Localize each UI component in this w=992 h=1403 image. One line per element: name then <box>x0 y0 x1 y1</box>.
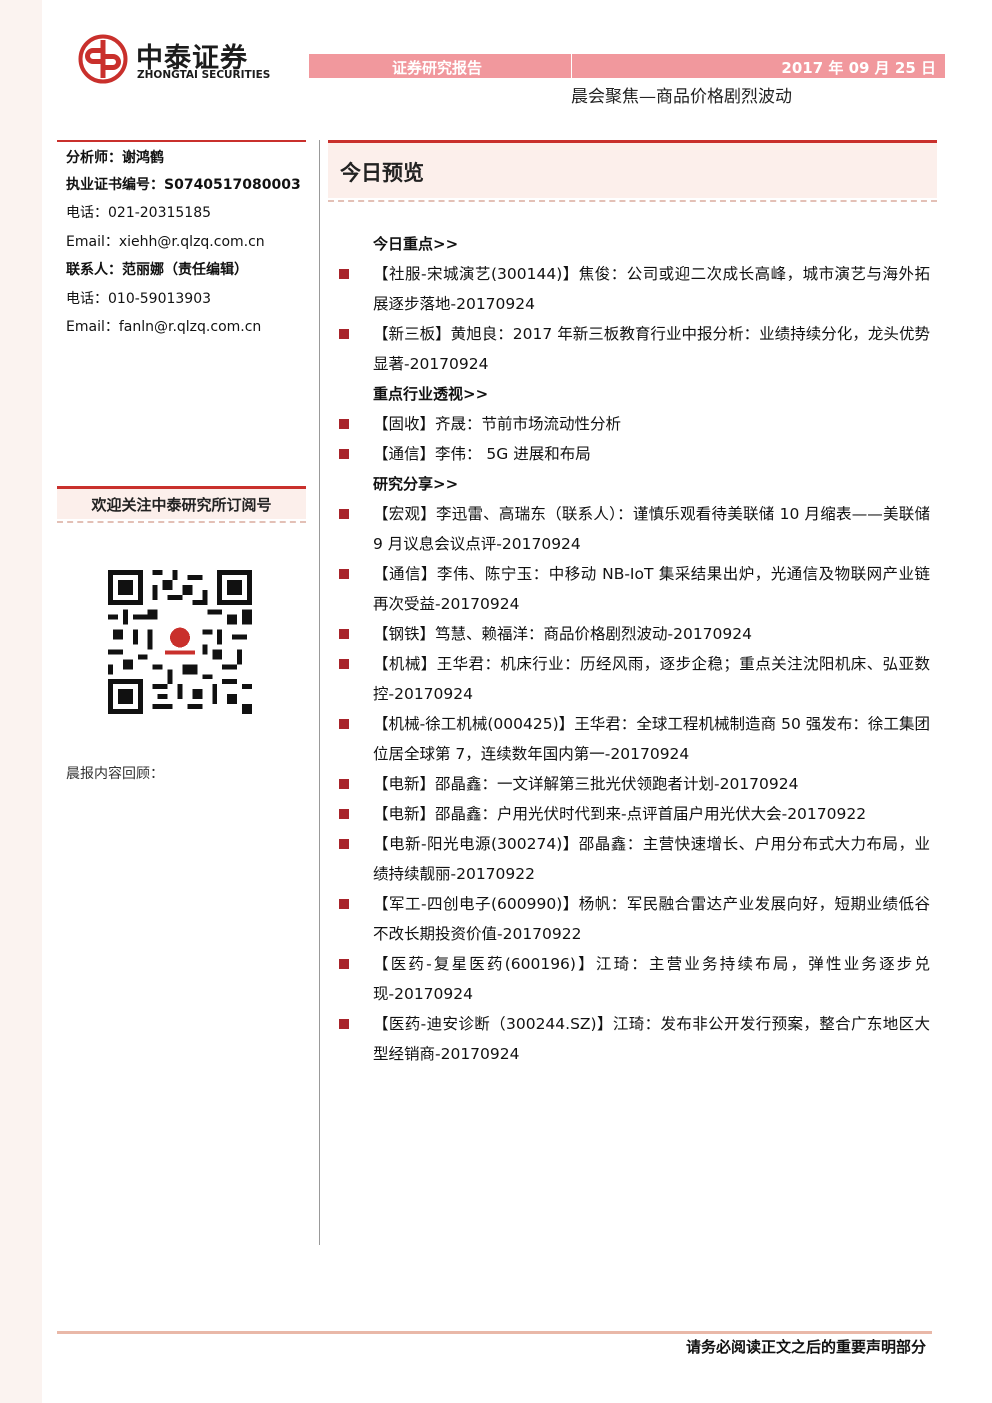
square-bullet-icon <box>339 569 349 579</box>
list-item-text: 【医药-迪安诊断（300244.SZ)】江琦：发布非公开发行预案，整合广东地区大… <box>373 1015 930 1063</box>
list-item[interactable]: 【电新】邵晶鑫：一文详解第三批光伏领跑者计划-20170924 <box>336 769 930 799</box>
list-item[interactable]: 【医药-迪安诊断（300244.SZ)】江琦：发布非公开发行预案，整合广东地区大… <box>336 1009 930 1069</box>
square-bullet-icon <box>339 809 349 819</box>
preview-top-rule <box>328 140 937 143</box>
list-item[interactable]: 【通信】李伟： 5G 进展和布局 <box>336 439 930 469</box>
list-item-text: 【社服-宋城演艺(300144)】焦俊：公司或迎二次成长高峰，城市演艺与海外拓展… <box>373 265 930 313</box>
section-heading-industry: 重点行业透视>> <box>373 385 489 403</box>
square-bullet-icon <box>339 779 349 789</box>
follow-banner: 欢迎关注中泰研究所订阅号 <box>57 486 306 519</box>
preview-title: 今日预览 <box>340 161 424 185</box>
license-number: 执业证书编号：S0740517080003 <box>66 177 301 193</box>
logo-chinese-name: 中泰证券 <box>136 43 248 74</box>
square-bullet-icon <box>339 629 349 639</box>
document-title: 晨会聚焦—商品价格剧烈波动 <box>571 87 792 107</box>
follow-banner-text: 欢迎关注中泰研究所订阅号 <box>91 496 272 514</box>
header-band <box>309 54 945 78</box>
square-bullet-icon <box>339 509 349 519</box>
logo-mark-icon <box>78 34 128 84</box>
footer-disclaimer: 请务必阅读正文之后的重要声明部分 <box>685 1338 926 1356</box>
square-bullet-icon <box>339 329 349 339</box>
section-heading-today: 今日重点>> <box>373 235 459 253</box>
list-item-text: 【军工-四创电子(600990)】杨帆：军民融合雷达产业发展向好，短期业绩低谷不… <box>373 895 930 943</box>
list-item[interactable]: 【医药-复星医药(600196)】江琦：主营业务持续布局，弹性业务逐步兑现-20… <box>336 949 930 1009</box>
list-item-text: 【医药-复星医药(600196)】江琦：主营业务持续布局，弹性业务逐步兑现-20… <box>373 955 930 1003</box>
qr-code-icon[interactable] <box>108 570 252 714</box>
list-item[interactable]: 【机械】王华君：机床行业：历经风雨，逐步企稳；重点关注沈阳机床、弘亚数控-201… <box>336 649 930 709</box>
square-bullet-icon <box>339 659 349 669</box>
list-item-text: 【固收】齐晟：节前市场流动性分析 <box>373 415 622 433</box>
list-item[interactable]: 【电新】邵晶鑫：户用光伏时代到来-点评首届户用光伏大会-20170922 <box>336 799 930 829</box>
footer-rule <box>57 1331 932 1334</box>
analyst-phone: 电话：021-20315185 <box>66 205 212 221</box>
list-item-text: 【电新】邵晶鑫：户用光伏时代到来-点评首届户用光伏大会-20170922 <box>373 805 867 823</box>
list-item-text: 【电新-阳光电源(300274)】邵晶鑫：主营快速增长、户用分布式大力布局，业绩… <box>373 835 930 883</box>
preview-header: 今日预览 <box>328 143 937 198</box>
list-item-text: 【宏观】李迅雷、高瑞东（联系人）：谨慎乐观看待美联储 10 月缩表——美联储 9… <box>373 505 930 553</box>
list-item-text: 【钢铁】笃慧、赖福洋：商品价格剧烈波动-20170924 <box>373 625 752 643</box>
section-heading-research: 研究分享>> <box>373 475 459 493</box>
preview-divider <box>328 200 937 202</box>
contact-name: 联系人：范丽娜（责任编辑） <box>66 262 248 278</box>
square-bullet-icon <box>339 839 349 849</box>
square-bullet-icon <box>339 719 349 729</box>
sidebar-top-rule <box>57 140 306 142</box>
list-item[interactable]: 【钢铁】笃慧、赖福洋：商品价格剧烈波动-20170924 <box>336 619 930 649</box>
square-bullet-icon <box>339 419 349 429</box>
list-item[interactable]: 【通信】李伟、陈宁玉：中移动 NB-IoT 集采结果出炉，光通信及物联网产业链再… <box>336 559 930 619</box>
list-item[interactable]: 【宏观】李迅雷、高瑞东（联系人）：谨慎乐观看待美联储 10 月缩表——美联储 9… <box>336 499 930 559</box>
list-item[interactable]: 【军工-四创电子(600990)】杨帆：军民融合雷达产业发展向好，短期业绩低谷不… <box>336 889 930 949</box>
company-logo: 中泰证券 ZHONGTAI SECURITIES <box>78 34 278 86</box>
list-item-text: 【电新】邵晶鑫：一文详解第三批光伏领跑者计划-20170924 <box>373 775 799 793</box>
list-item[interactable]: 【机械-徐工机械(000425)】王华君：全球工程机械制造商 50 强发布：徐工… <box>336 709 930 769</box>
list-item-text: 【机械】王华君：机床行业：历经风雨，逐步企稳；重点关注沈阳机床、弘亚数控-201… <box>373 655 930 703</box>
analyst-name: 分析师：谢鸿鹤 <box>66 150 164 166</box>
list-item[interactable]: 【电新-阳光电源(300274)】邵晶鑫：主营快速增长、户用分布式大力布局，业绩… <box>336 829 930 889</box>
column-divider <box>319 140 320 1245</box>
list-item[interactable]: 【新三板】黄旭良：2017 年新三板教育行业中报分析：业绩持续分化，龙头优势显著… <box>336 319 930 379</box>
square-bullet-icon <box>339 269 349 279</box>
list-item-text: 【通信】李伟： 5G 进展和布局 <box>373 445 591 463</box>
left-margin-strip <box>0 0 42 1403</box>
analyst-email[interactable]: Email：xiehh@r.qlzq.com.cn <box>66 234 265 250</box>
follow-banner-divider <box>57 521 306 523</box>
report-type-label: 证券研究报告 <box>392 59 483 77</box>
list-item[interactable]: 【社服-宋城演艺(300144)】焦俊：公司或迎二次成长高峰，城市演艺与海外拓展… <box>336 259 930 319</box>
preview-content: 今日重点>> 【社服-宋城演艺(300144)】焦俊：公司或迎二次成长高峰，城市… <box>336 229 930 1069</box>
square-bullet-icon <box>339 959 349 969</box>
logo-english-name: ZHONGTAI SECURITIES <box>137 69 271 81</box>
header-band-divider <box>571 54 572 78</box>
report-date: 2017 年 09 月 25 日 <box>781 59 936 77</box>
review-label: 晨报内容回顾： <box>66 766 164 782</box>
list-item-text: 【机械-徐工机械(000425)】王华君：全球工程机械制造商 50 强发布：徐工… <box>373 715 930 763</box>
list-item-text: 【通信】李伟、陈宁玉：中移动 NB-IoT 集采结果出炉，光通信及物联网产业链再… <box>373 565 930 613</box>
contact-email[interactable]: Email：fanln@r.qlzq.com.cn <box>66 319 262 335</box>
square-bullet-icon <box>339 899 349 909</box>
list-item[interactable]: 【固收】齐晟：节前市场流动性分析 <box>336 409 930 439</box>
list-item-text: 【新三板】黄旭良：2017 年新三板教育行业中报分析：业绩持续分化，龙头优势显著… <box>373 325 930 373</box>
square-bullet-icon <box>339 1019 349 1029</box>
contact-phone: 电话：010-59013903 <box>66 291 212 307</box>
square-bullet-icon <box>339 449 349 459</box>
